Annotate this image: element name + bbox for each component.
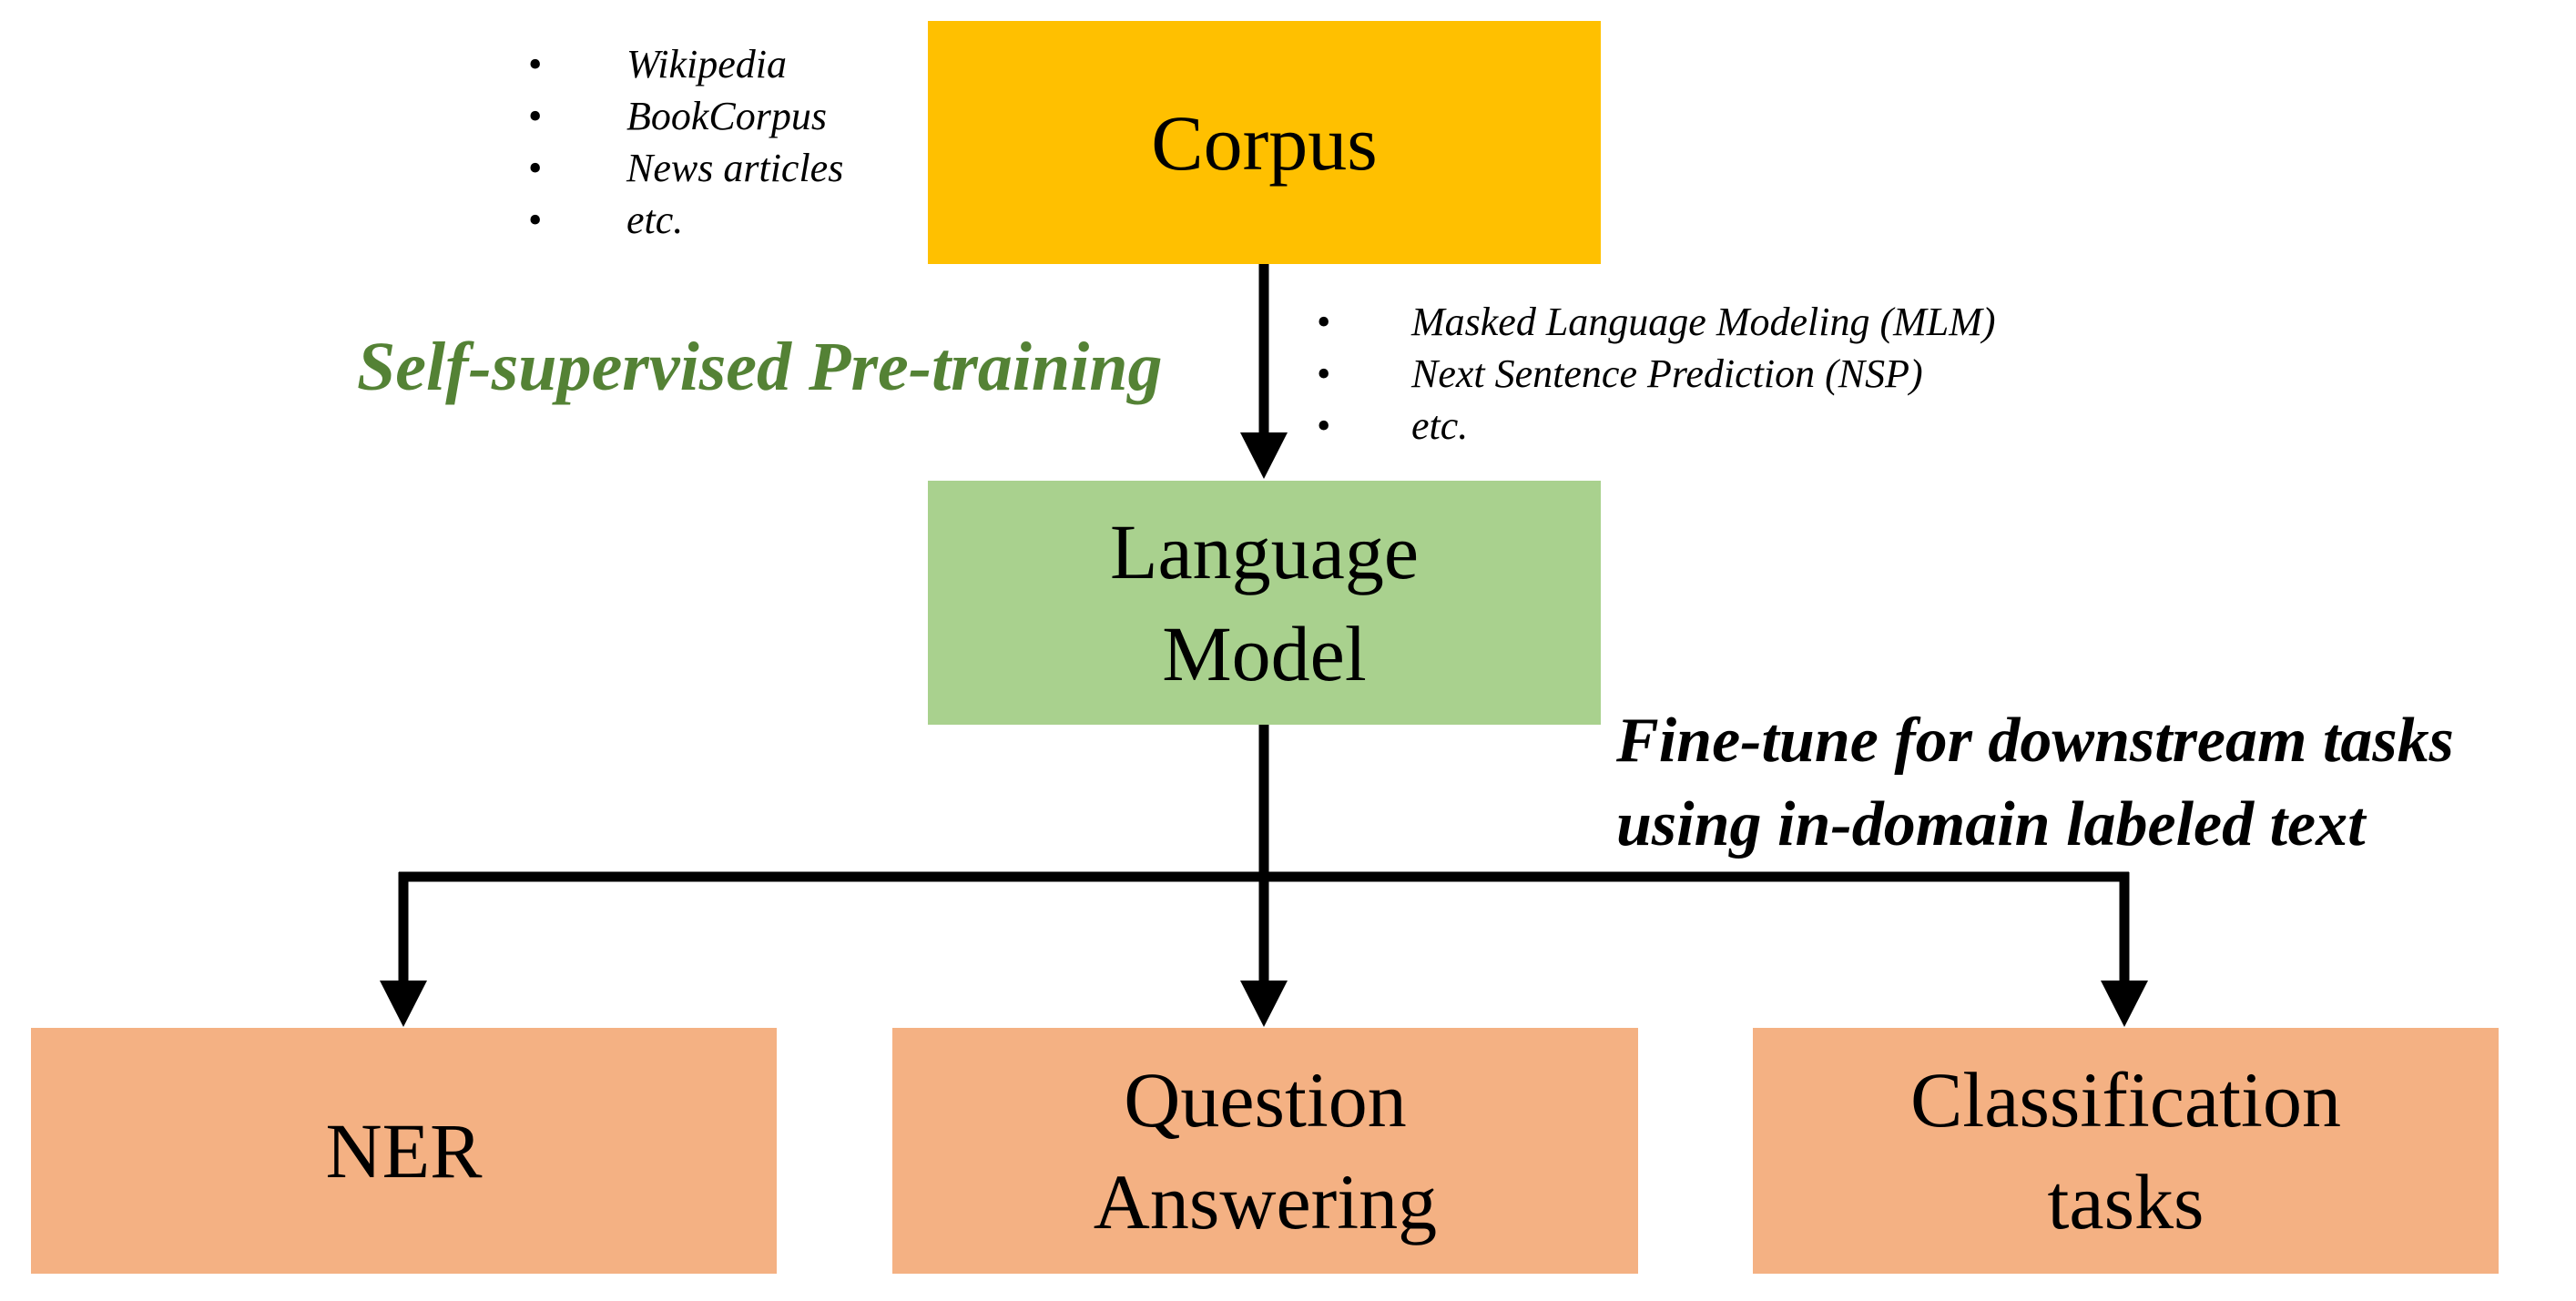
bullet-marker: • bbox=[528, 94, 543, 138]
list-item: • News articles bbox=[528, 142, 844, 194]
objective-nsp: Next Sentence Prediction (NSP) bbox=[1411, 351, 1923, 396]
corpus-node: Corpus bbox=[928, 21, 1601, 264]
list-item: • Next Sentence Prediction (NSP) bbox=[1317, 348, 1996, 400]
bullet-marker: • bbox=[528, 146, 543, 190]
list-item: • etc. bbox=[1317, 400, 1996, 452]
finetuning-label: Fine-tune for downstream tasks using in-… bbox=[1616, 699, 2454, 867]
task-question-answering-label-line-2: Answering bbox=[1093, 1158, 1438, 1245]
list-item: • Masked Language Modeling (MLM) bbox=[1317, 296, 1996, 348]
list-item: • BookCorpus bbox=[528, 90, 843, 142]
bullet-marker: • bbox=[528, 198, 543, 242]
corpus-source-wikipedia: Wikipedia bbox=[626, 42, 787, 86]
pretraining-label: Self-supervised Pre-training bbox=[357, 329, 1163, 405]
arrowhead-language-model bbox=[1240, 432, 1288, 479]
arrowhead-classification bbox=[2101, 981, 2148, 1027]
bullet-marker: • bbox=[528, 42, 543, 86]
list-item: • etc. bbox=[528, 194, 843, 246]
bullet-marker: • bbox=[1317, 351, 1331, 396]
finetuning-label-line-1: Fine-tune for downstream tasks bbox=[1616, 706, 2454, 776]
pretraining-objectives-list: • Masked Language Modeling (MLM) • Next Se… bbox=[1317, 296, 1996, 452]
task-classification-label-line-1: Classification bbox=[1910, 1056, 2341, 1143]
corpus-node-label: Corpus bbox=[1151, 98, 1378, 187]
arrowhead-question-answering bbox=[1240, 981, 1288, 1027]
corpus-sources-list: • Wikipedia • BookCorpus • News articles • e… bbox=[528, 38, 844, 246]
finetuning-label-line-2: using in-domain labeled text bbox=[1616, 789, 2366, 859]
corpus-source-etc: etc. bbox=[626, 198, 684, 242]
task-classification-label-line-2: tasks bbox=[2047, 1158, 2204, 1245]
language-model-label-line-1: Language bbox=[1109, 508, 1420, 595]
objective-etc: etc. bbox=[1411, 403, 1469, 448]
list-item: • Wikipedia bbox=[528, 38, 843, 90]
corpus-source-news: News articles bbox=[626, 146, 844, 190]
language-model-label-line-2: Model bbox=[1162, 610, 1367, 697]
task-question-answering-label-line-1: Question bbox=[1124, 1056, 1407, 1143]
language-model-node: Language Model bbox=[928, 481, 1601, 725]
corpus-source-bookcorpus: BookCorpus bbox=[626, 94, 827, 138]
task-node-classification: Classification tasks bbox=[1753, 1028, 2499, 1274]
bullet-marker: • bbox=[1317, 300, 1331, 344]
objective-mlm: Masked Language Modeling (MLM) bbox=[1411, 300, 1996, 344]
task-ner-label: NER bbox=[325, 1107, 483, 1194]
task-node-ner: NER bbox=[31, 1028, 777, 1274]
bullet-marker: • bbox=[1317, 403, 1331, 448]
arrowhead-ner bbox=[380, 981, 427, 1027]
task-node-question-answering: Question Answering bbox=[892, 1028, 1638, 1274]
